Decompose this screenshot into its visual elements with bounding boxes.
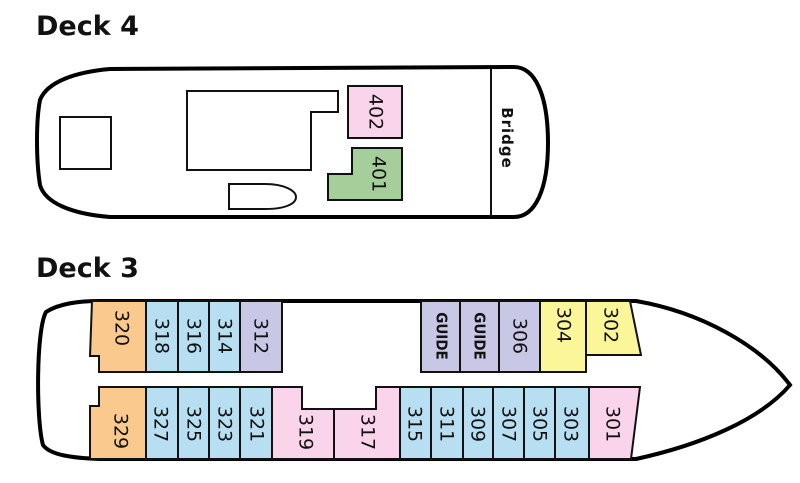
deck3-title: Deck 3 [36,253,139,284]
cabin-317-6-label: 317 [357,414,379,450]
cabin-303-12-label: 303 [560,406,582,442]
cabin-304-8-shape [539,300,587,373]
cabin-401[interactable]: 401 [327,147,403,201]
cabin-321-4-label: 321 [246,406,268,442]
cabin-guide-6-label: GUIDE [471,312,489,359]
cabin-303-12[interactable]: 303 [554,386,590,460]
cabin-302-9-label: 302 [600,307,622,343]
cabin-305-11-label: 305 [529,406,551,442]
cabin-302-9[interactable]: 302 [585,300,643,356]
cabin-guide-5-label: GUIDE [433,312,451,359]
cabin-329-0[interactable]: 329 [89,386,147,460]
cabin-316-2-label: 316 [183,318,205,354]
cabin-312-4[interactable]: 312 [239,300,283,373]
deck4-title: Deck 4 [36,11,139,42]
cabin-306-7[interactable]: 306 [498,300,541,373]
cabin-309-9-label: 309 [467,406,489,442]
cabin-401-label: 401 [368,156,390,192]
cabin-304-8[interactable]: 304 [539,300,587,373]
cabin-323-3[interactable]: 323 [208,386,241,460]
cabin-307-10[interactable]: 307 [492,386,525,460]
cabin-318-1[interactable]: 318 [145,300,179,373]
deck4-lounge-structure [186,90,339,171]
cabin-guide-5[interactable]: GUIDE [420,300,461,373]
cabin-301-13-shape [588,386,642,460]
deck3-bottom-row: 329 327 325 323 321 319 317 315 311 309 307 305 303 3… [89,386,642,460]
cabin-402-shape [347,85,403,139]
cabin-320-0-label: 320 [111,310,133,346]
cabin-304-8-label: 304 [553,307,575,343]
cabin-312-4-label: 312 [250,318,272,354]
cabin-320-0[interactable]: 320 [88,300,147,373]
cabin-318-1-label: 318 [151,318,173,354]
cabin-302-9-shape [585,300,643,356]
cabin-323-3-label: 323 [214,406,236,442]
cabin-402[interactable]: 402 [347,85,403,139]
cabin-guide-6[interactable]: GUIDE [459,300,500,373]
cabin-311-8[interactable]: 311 [430,386,464,460]
cabin-315-7[interactable]: 315 [399,386,432,460]
cabin-301-13-label: 301 [602,406,624,442]
cabin-329-0-label: 329 [110,413,132,449]
cabin-325-2-label: 325 [183,406,205,442]
cabin-305-11[interactable]: 305 [523,386,556,460]
cabin-402-label: 402 [365,94,387,130]
cabin-309-9[interactable]: 309 [462,386,494,460]
cabin-321-4[interactable]: 321 [239,386,273,460]
cabin-401-shape [327,147,403,201]
deck4-square-structure [59,116,112,170]
deck4-skylight [228,183,298,210]
cabin-319-5-label: 319 [295,414,317,450]
cabin-314-3-label: 314 [214,318,236,354]
cabin-325-2[interactable]: 325 [177,386,210,460]
cabin-314-3[interactable]: 314 [208,300,241,373]
deck3-top-row: 320 318 316 314 312 GUIDE GUIDE 306 304 302 [88,300,643,373]
cabin-306-7-label: 306 [509,318,531,354]
cabin-307-10-label: 307 [498,406,520,442]
cabin-311-8-label: 311 [436,406,458,442]
cabin-327-1-label: 327 [150,406,172,442]
bridge-label: Bridge [498,107,516,169]
cabin-327-1[interactable]: 327 [145,386,179,460]
cabin-315-7-label: 315 [404,406,426,442]
cabin-312-4-shape [239,300,283,373]
cabin-316-2[interactable]: 316 [177,300,210,373]
cabin-301-13[interactable]: 301 [588,386,642,460]
